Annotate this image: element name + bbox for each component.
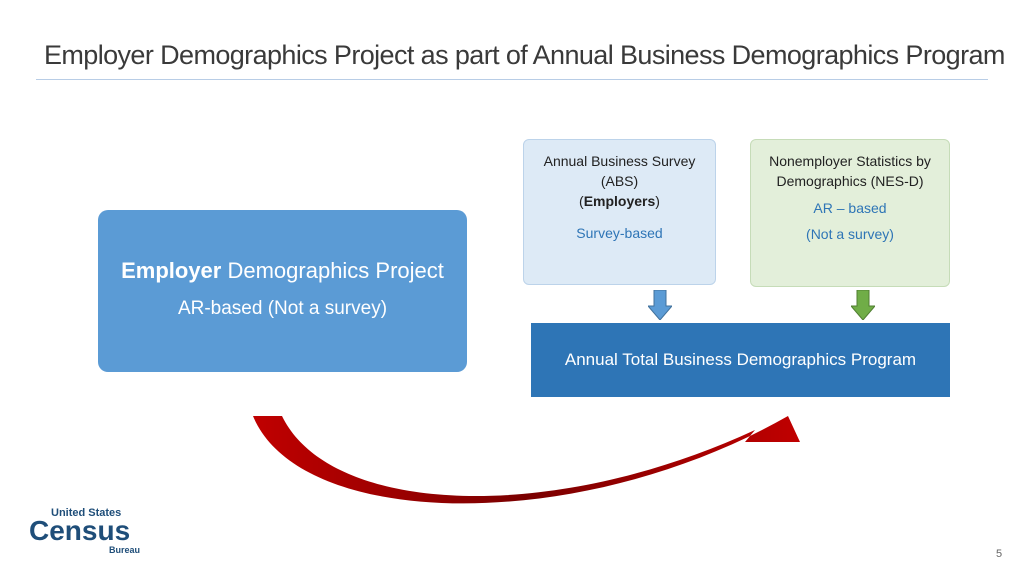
nes-down-arrow-icon — [851, 290, 875, 320]
abs-employers-label: Employers — [583, 193, 656, 209]
program-label: Annual Total Business Demographics Progr… — [564, 350, 917, 369]
page-number: 5 — [996, 548, 1003, 560]
logo-line3: Bureau — [109, 545, 140, 555]
employer-project-subtitle: AR-based (Not a survey) — [177, 298, 388, 319]
title-divider — [36, 79, 988, 80]
employer-project-box: Employer Demographics Project AR-based (… — [98, 210, 467, 372]
nes-basis-line1: AR – based — [813, 200, 887, 216]
abs-box: Annual Business Survey (ABS) (Employers)… — [523, 139, 716, 285]
employer-project-title-bold: Employer — [121, 258, 222, 283]
abs-title-line2: (ABS) — [600, 173, 639, 189]
census-logo-icon: United States Census Bureau — [29, 507, 140, 555]
logo-line1: United States — [51, 507, 121, 519]
program-box: Annual Total Business Demographics Progr… — [531, 323, 950, 397]
abs-basis: Survey-based — [576, 225, 663, 241]
nes-title-line2: Demographics (NES-D) — [776, 173, 924, 189]
nes-box: Nonemployer Statistics by Demographics (… — [750, 139, 950, 287]
employer-project-title-rest: Demographics Project — [221, 258, 444, 283]
logo-line2: Census — [29, 515, 130, 546]
nes-basis-line2: (Not a survey) — [806, 226, 894, 242]
abs-title-line3: (Employers) — [579, 193, 660, 209]
abs-title-line1: Annual Business Survey — [543, 153, 696, 169]
employer-project-title: Employer Demographics Project — [98, 258, 467, 284]
abs-down-arrow-icon — [648, 290, 672, 320]
census-logo: United States Census Bureau — [29, 506, 149, 561]
nes-title-line1: Nonemployer Statistics by — [769, 153, 931, 169]
slide-title: Employer Demographics Project as part of… — [44, 40, 1005, 70]
